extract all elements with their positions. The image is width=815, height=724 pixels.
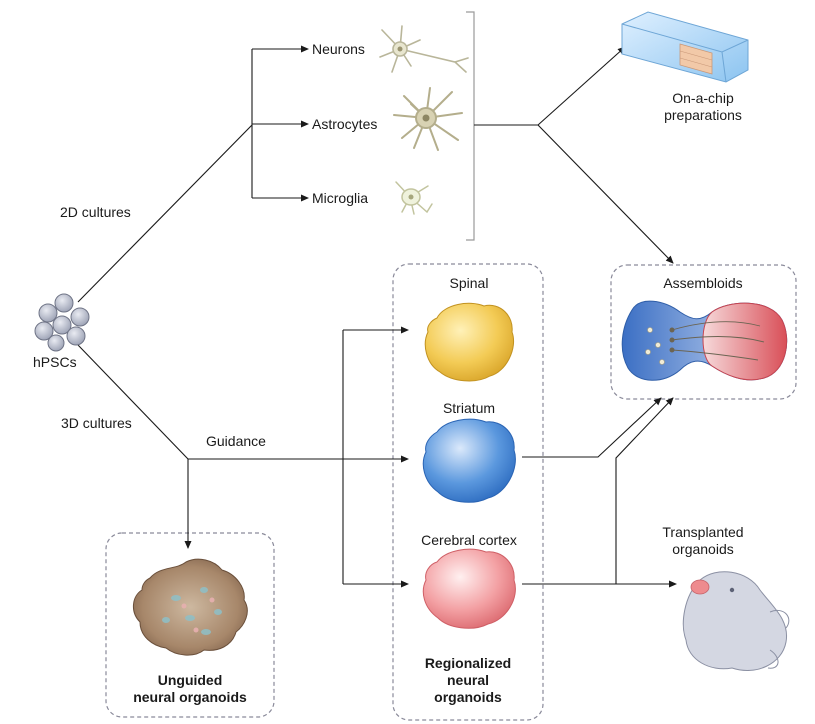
cells-bracket xyxy=(466,11,475,241)
cortex-organoid-icon xyxy=(422,548,516,629)
astrocyte-icon xyxy=(393,87,463,151)
line-hpscs-to-3d xyxy=(77,344,189,460)
unguided-title: Unguided neural organoids xyxy=(133,672,247,705)
neurons-label: Neurons xyxy=(312,41,365,57)
3d-cultures-label: 3D cultures xyxy=(61,415,132,431)
neuron-icon xyxy=(379,25,469,73)
arrow-cortex-to-assembloids xyxy=(522,397,674,585)
striatum-organoid-icon xyxy=(422,418,516,503)
guidance-label: Guidance xyxy=(206,433,266,449)
regionalized-title: Regionalized neural organoids xyxy=(424,655,512,705)
striatum-label: Striatum xyxy=(442,400,496,416)
line-hpscs-to-2d xyxy=(77,124,253,303)
assembloid-icon xyxy=(621,300,788,381)
assembloids-label: Assembloids xyxy=(663,275,743,291)
microglia-label: Microglia xyxy=(312,190,369,206)
arrow-to-on-chip xyxy=(537,46,626,126)
astrocytes-label: Astrocytes xyxy=(312,116,378,132)
chip-device-icon xyxy=(621,11,749,83)
unguided-box xyxy=(105,532,275,718)
spinal-label: Spinal xyxy=(449,275,489,291)
hpscs-label: hPSCs xyxy=(33,354,77,370)
microglia-icon xyxy=(395,181,433,215)
cerebral-cortex-label: Cerebral cortex xyxy=(421,532,517,548)
spinal-organoid-icon xyxy=(424,302,514,382)
transplanted-label: Transplanted organoids xyxy=(662,524,744,557)
stem-cell-cluster-icon xyxy=(34,293,90,352)
arrow-to-assembloids-2d xyxy=(537,124,674,264)
regionalized-box xyxy=(392,263,544,721)
arrow-striatum-to-assembloids xyxy=(522,397,662,458)
2d-cultures-label: 2D cultures xyxy=(60,204,131,220)
assembloids-box xyxy=(610,264,797,400)
rat-pup-icon xyxy=(682,571,790,671)
unguided-organoid-icon xyxy=(133,558,248,656)
on-chip-label: On-a-chip preparations xyxy=(664,90,742,123)
